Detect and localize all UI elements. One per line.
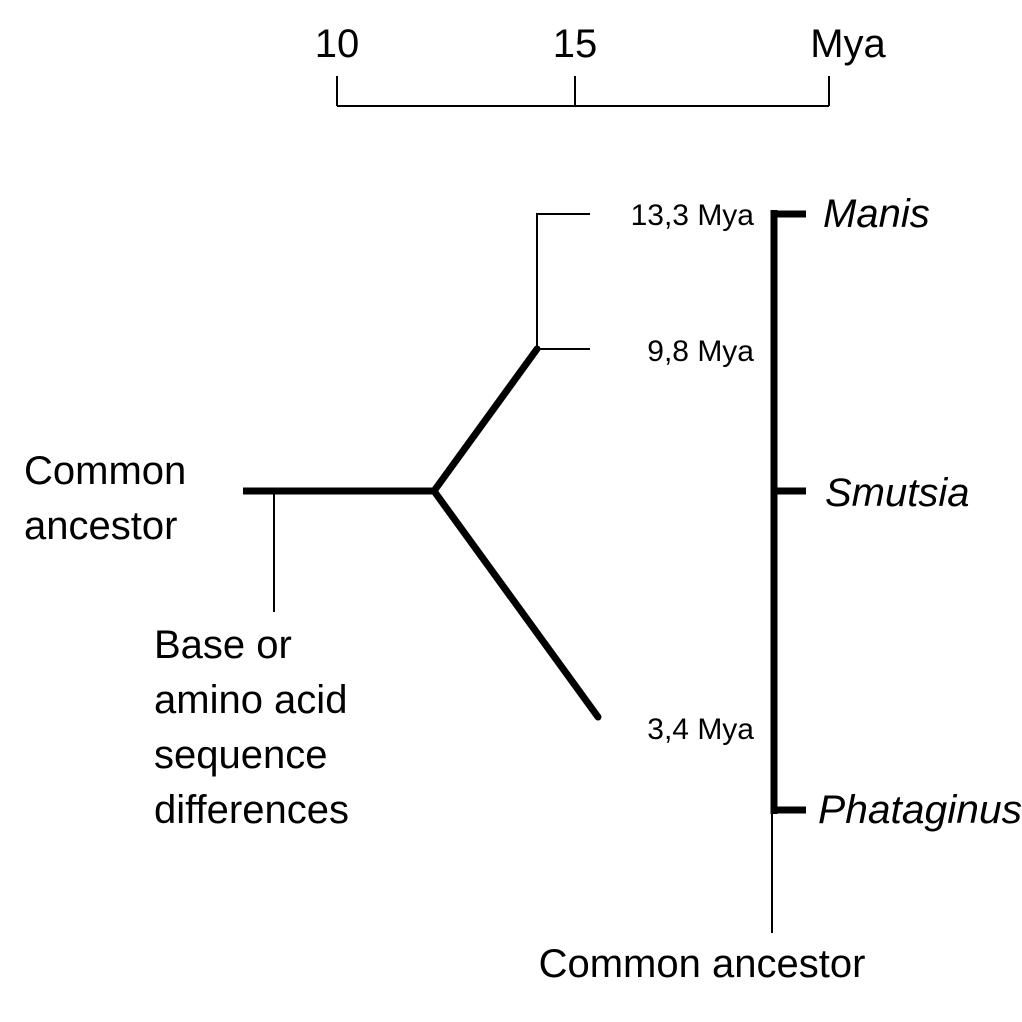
branch-length-label-line4: differences [154, 788, 349, 832]
node-label-9-8: 9,8 Mya [647, 335, 754, 368]
left-root-label-line2: ancestor [24, 504, 177, 548]
branch-length-label-line1: Base or [154, 623, 292, 667]
right-tree: Manis Smutsia Phataginus Common ancestor [539, 192, 1022, 986]
right-root-label: Common ancestor [539, 942, 866, 986]
lower-branch [430, 487, 602, 721]
scale-tick-label-10: 10 [315, 22, 360, 66]
node-label-13-3: 13,3 Mya [631, 199, 755, 232]
node-label-3-4: 3,4 Mya [647, 713, 754, 746]
scale-tick-label-15: 15 [553, 22, 598, 66]
left-root-label-line1: Common [24, 449, 186, 493]
time-scale: 10 15 Mya [315, 22, 887, 107]
taxon-smutsia: Smutsia [825, 471, 970, 515]
taxon-manis: Manis [823, 192, 930, 236]
left-tree: 13,3 Mya 9,8 Mya 3,4 Mya Common ancestor… [24, 199, 754, 832]
branch-length-label-line3: sequence [154, 733, 327, 777]
taxon-phataginus: Phataginus [818, 788, 1022, 832]
branch-length-label-line2: amino acid [154, 678, 347, 722]
scale-unit-label: Mya [810, 22, 886, 66]
upper-node-connector [536, 213, 590, 350]
upper-branch [430, 345, 541, 495]
